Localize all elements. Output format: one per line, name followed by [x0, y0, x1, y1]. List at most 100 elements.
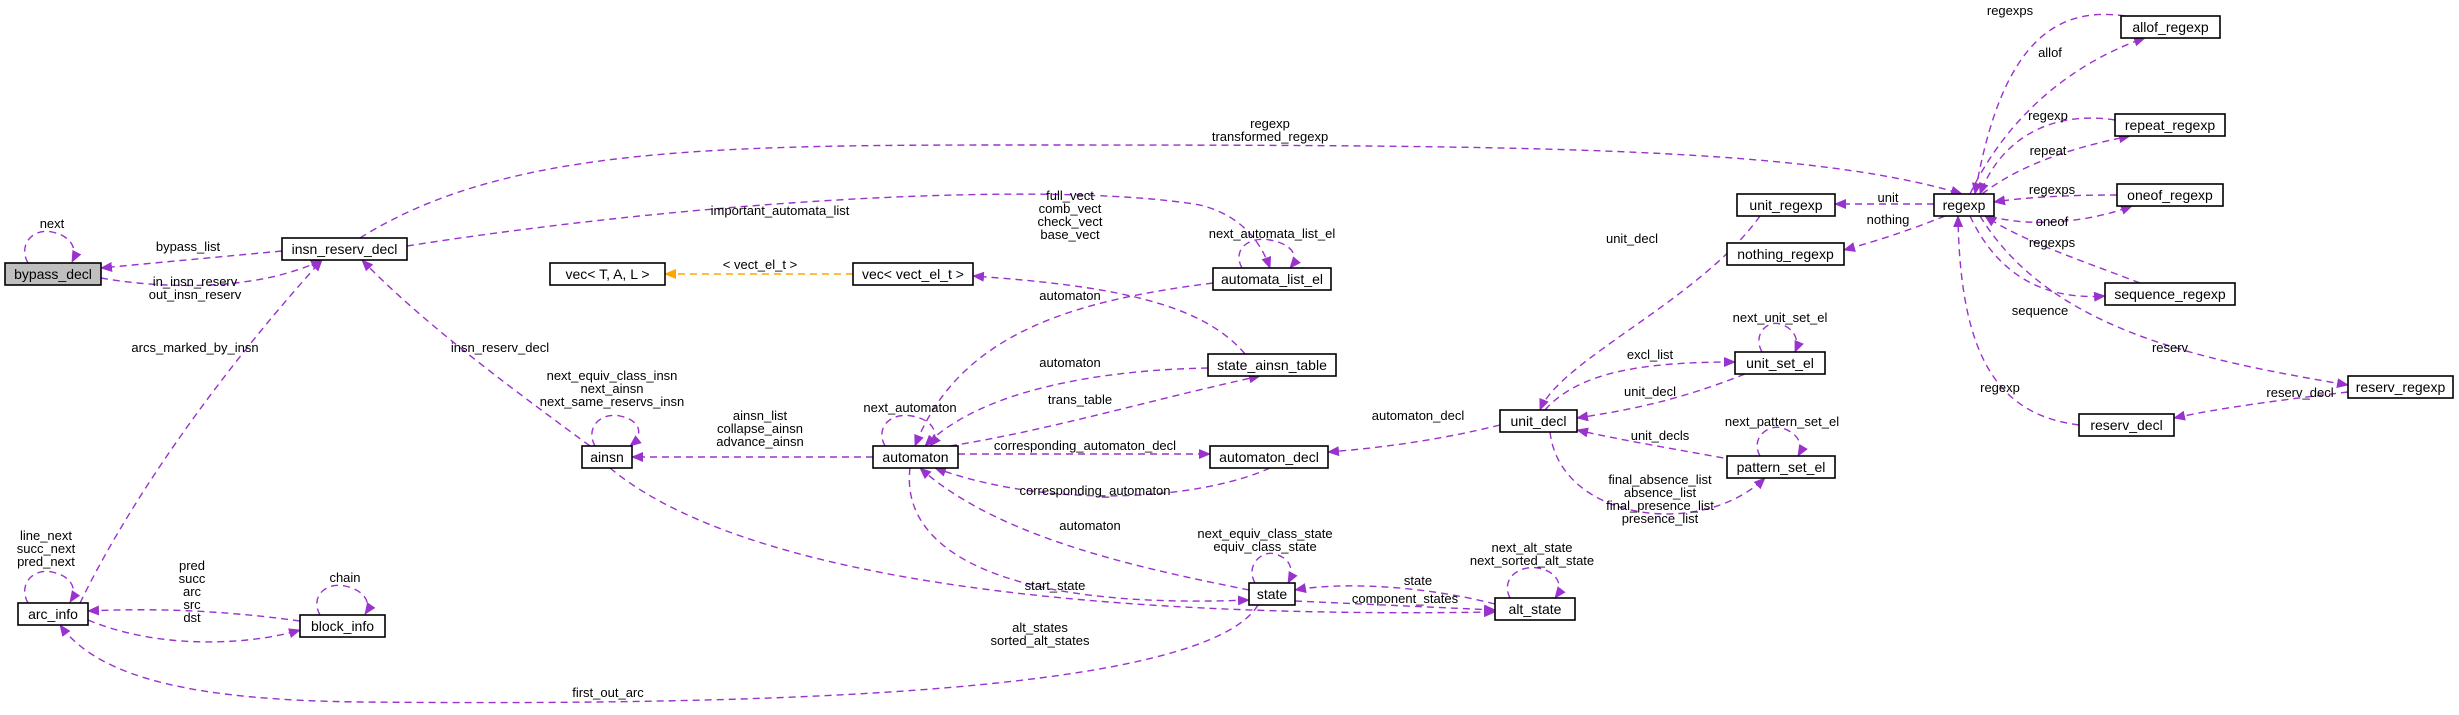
node-alt-state[interactable]: alt_state: [1494, 597, 1576, 621]
edge-label-line: sorted_alt_states: [990, 633, 1090, 648]
node-oneof-regexp[interactable]: oneof_regexp: [2116, 183, 2224, 207]
node-box: [1734, 351, 1826, 375]
edge-line: [1758, 322, 1804, 353]
edge-label-line: reserv: [2152, 340, 2189, 355]
edge-oneof: [1989, 205, 2133, 224]
node-allof-regexp[interactable]: allof_regexp: [2120, 15, 2221, 39]
node-label: pattern_set_el: [1737, 459, 1826, 475]
edge-line: [359, 144, 1963, 239]
edge-label-automaton-from-state: automaton: [1059, 518, 1120, 533]
edge-line: [2173, 391, 2349, 421]
node-box: [1933, 193, 1995, 217]
edge-label-important-automata-list: important_automata_list: [711, 203, 850, 218]
node-vec-tal[interactable]: vec< T, A, L >: [549, 262, 666, 286]
node-unit-set-el[interactable]: unit_set_el: [1734, 351, 1826, 375]
edge-label-line: transformed_regexp: [1212, 129, 1328, 144]
edge-label-line: unit_decls: [1631, 428, 1690, 443]
edge-regexps-oneof: [1993, 194, 2118, 206]
edge-next-pattern-set-el: [1756, 426, 1808, 457]
edge-label-line: next_sorted_alt_state: [1470, 553, 1594, 568]
edge-line: [1969, 215, 2106, 302]
edge-label-line: allof: [2038, 45, 2062, 60]
edge-label-unit-decls: unit_decls: [1631, 428, 1690, 443]
node-state[interactable]: state: [1248, 582, 1296, 606]
node-label: regexp: [1943, 197, 1986, 213]
node-ainsn[interactable]: ainsn: [581, 445, 633, 469]
node-box: [1212, 267, 1332, 291]
node-bypass-decl[interactable]: bypass_decl: [4, 262, 102, 286]
node-box: [1248, 582, 1296, 606]
edge-line: [1989, 205, 2133, 224]
edge-label-line: chain: [329, 570, 360, 585]
node-insn-reserv-decl[interactable]: insn_reserv_decl: [281, 237, 408, 261]
edge-label-line: regexps: [2029, 182, 2076, 197]
edge-line: [361, 259, 591, 447]
edge-bypass-list: [100, 250, 283, 272]
edge-label-bypass-list: bypass_list: [156, 239, 221, 254]
edge-label-reserv: reserv: [2152, 340, 2189, 355]
edge-label-line: bypass_list: [156, 239, 221, 254]
edge-line: [908, 467, 1250, 606]
edge-line: [1576, 373, 1746, 422]
node-box: [2120, 15, 2221, 39]
node-reserv-regexp[interactable]: reserv_regexp: [2347, 375, 2454, 399]
node-arc-info[interactable]: arc_info: [17, 602, 89, 626]
node-vec-vect-el[interactable]: vec< vect_el_t >: [852, 262, 974, 286]
edge-label-repeat: repeat: [2030, 143, 2067, 158]
edge-label-line: src: [183, 597, 201, 612]
edge-label-line: comb_vect: [1039, 201, 1102, 216]
node-repeat-regexp[interactable]: repeat_regexp: [2114, 113, 2226, 137]
node-pattern-set-el[interactable]: pattern_set_el: [1726, 455, 1836, 479]
edge-label-line: automaton: [1039, 355, 1100, 370]
node-automata-list-el[interactable]: automata_list_el: [1212, 267, 1332, 291]
edge-line: [1576, 427, 1736, 461]
edge-line: [316, 584, 376, 616]
node-state-ainsn-table[interactable]: state_ainsn_table: [1207, 353, 1337, 377]
node-unit-decl[interactable]: unit_decl: [1499, 409, 1578, 433]
edge-state-alt: [1294, 583, 1496, 605]
node-box: [1494, 597, 1576, 621]
node-automaton[interactable]: automaton: [872, 445, 959, 469]
node-sequence-regexp[interactable]: sequence_regexp: [2104, 282, 2236, 306]
edge-sequence: [1969, 215, 2106, 302]
edge-label-line: in_insn_reserv: [153, 274, 238, 289]
edge-label-unit: unit: [1878, 190, 1899, 205]
edge-label-state-alt: state: [1404, 573, 1432, 588]
edge-line: [1238, 238, 1301, 269]
node-box: [2114, 113, 2226, 137]
edge-label-trans-table: trans_table: [1048, 392, 1112, 407]
node-box: [1726, 242, 1845, 266]
node-block-info[interactable]: block_info: [299, 614, 386, 638]
edge-label-line: component_states: [1352, 591, 1459, 606]
node-unit-regexp[interactable]: unit_regexp: [1736, 193, 1836, 217]
edge-line: [406, 193, 1272, 269]
edge-line: [591, 414, 642, 447]
edge-label-line: arcs_marked_by_insn: [131, 340, 258, 355]
edge-in-out-insn-reserv: [100, 259, 323, 287]
edge-vect-fields: [972, 271, 1246, 355]
edge-line: [1294, 583, 1496, 605]
node-box: [549, 262, 666, 286]
node-label: reserv_regexp: [2356, 379, 2446, 395]
node-automaton-decl[interactable]: automaton_decl: [1209, 445, 1329, 469]
node-reserv-decl[interactable]: reserv_decl: [2078, 413, 2175, 437]
node-label: vec< T, A, L >: [565, 266, 649, 282]
node-nothing-regexp[interactable]: nothing_regexp: [1726, 242, 1845, 266]
node-label: bypass_decl: [14, 266, 92, 282]
node-regexp[interactable]: regexp: [1933, 193, 1995, 217]
edge-label-vect-el-t: < vect_el_t >: [723, 257, 797, 272]
edge-label-line: unit_decl: [1624, 384, 1676, 399]
edge-label-line: base_vect: [1040, 227, 1100, 242]
edge-label-line: unit_decl: [1606, 231, 1658, 246]
edge-label-next-unit-set-el: next_unit_set_el: [1733, 310, 1828, 325]
node-box: [281, 237, 408, 261]
edge-reserv: [1979, 215, 2349, 389]
